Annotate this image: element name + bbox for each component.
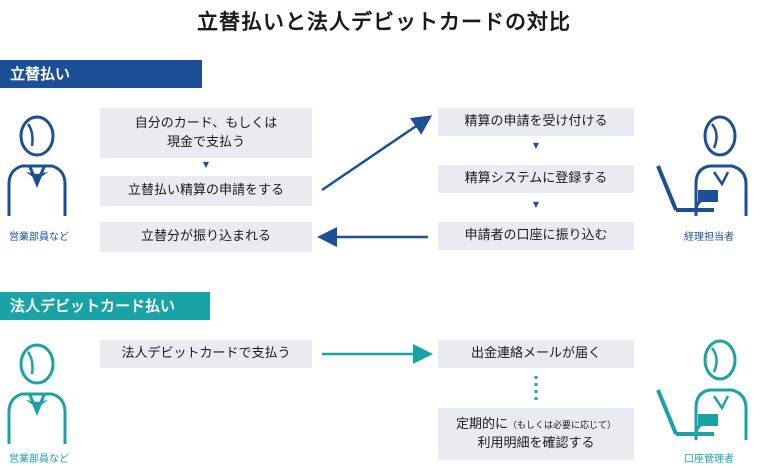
section-heading-reimbursement: 立替払い: [0, 60, 202, 88]
person-caption-account-manager: 口座管理者: [684, 454, 734, 465]
step-withdrawal-email: 出金連絡メールが届く: [438, 340, 634, 368]
check-statement-line2: 利用明細を確認する: [477, 436, 595, 451]
step-pay-by-debit-card: 法人デビットカードで支払う: [100, 340, 312, 368]
step-check-statement: 定期的に（もしくは必要に応じて） 利用明細を確認する: [438, 408, 634, 460]
step-pay-by-own-card: 自分のカード、もしくは 現金で支払う: [100, 108, 312, 158]
salesperson-figure-2: [4, 340, 70, 446]
salesperson-icon: [7, 115, 67, 216]
page-title: 立替払いと法人デビットカードの対比: [197, 10, 571, 34]
check-statement-note: （もしくは必要に応じて）: [508, 420, 617, 431]
account-manager-laptop-icon: [656, 339, 748, 440]
salesperson-figure: [4, 112, 70, 218]
account-manager-figure: [656, 336, 752, 442]
person-caption-sales-2: 営業部員など: [9, 454, 69, 465]
step-transfer-to-applicant: 申請者の口座に振り込む: [438, 222, 634, 250]
accountant-figure: [656, 112, 752, 218]
down-arrow-icon: ▼: [202, 160, 210, 169]
accountant-laptop-icon: [656, 115, 748, 216]
salesperson-icon: [7, 343, 67, 444]
down-arrow-icon: ▼: [532, 200, 540, 209]
step-text-line1: 自分のカード、もしくは: [134, 115, 278, 131]
down-arrow-icon: ▼: [532, 141, 540, 150]
step-text-line2: 現金で支払う: [166, 135, 245, 150]
person-caption-accountant: 経理担当者: [684, 232, 734, 243]
step-register-system: 精算システムに登録する: [438, 165, 634, 193]
step-receive-transfer: 立替分が振り込まれる: [100, 222, 312, 252]
check-statement-line1: 定期的に（もしくは必要に応じて）: [456, 415, 616, 435]
check-statement-prefix: 定期的に: [455, 416, 508, 432]
person-caption-sales: 営業部員など: [9, 232, 69, 243]
step-apply-reimbursement: 立替払い精算の申請をする: [100, 176, 312, 206]
section-heading-debit-card: 法人デビットカード払い: [0, 292, 210, 320]
step-accept-application: 精算の申請を受け付ける: [438, 108, 634, 136]
arrow-apply-to-accept: [321, 115, 433, 192]
